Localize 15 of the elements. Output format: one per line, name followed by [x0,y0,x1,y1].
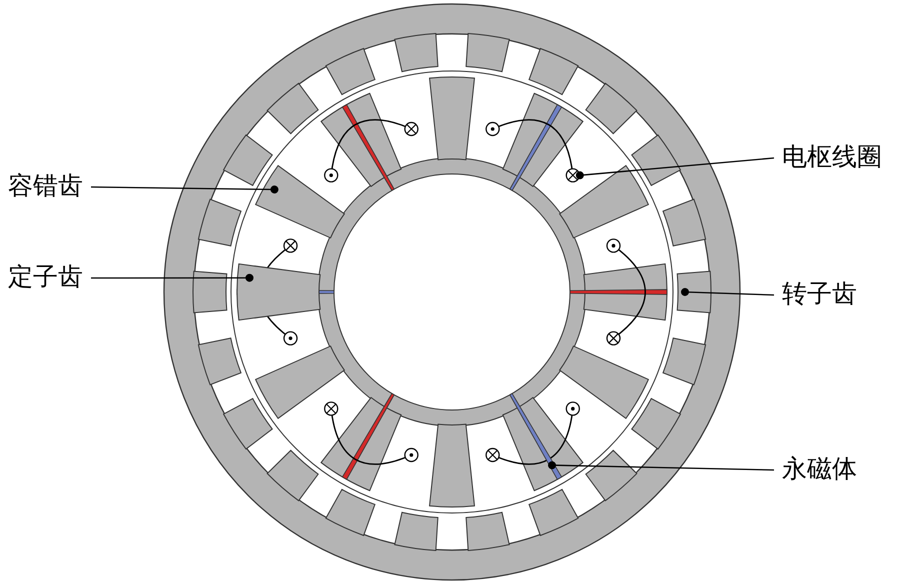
part-label: 转子齿 [782,280,857,310]
armature-coil-drawing [486,119,580,182]
part-label: 永磁体 [782,455,857,485]
leader-line [681,288,774,296]
leader-line [91,274,254,282]
part-label: 容错齿 [8,172,83,202]
part-label: 定子齿 [8,263,83,293]
permanent-magnet [509,393,562,480]
leader-line [576,157,774,180]
rotor-tooth [676,270,712,314]
leader-line [91,186,278,194]
fault-tolerant-tooth [255,165,345,238]
leader-line [548,461,774,471]
part-label: 电枢线圈 [782,143,882,173]
stator-tooth [236,263,321,321]
